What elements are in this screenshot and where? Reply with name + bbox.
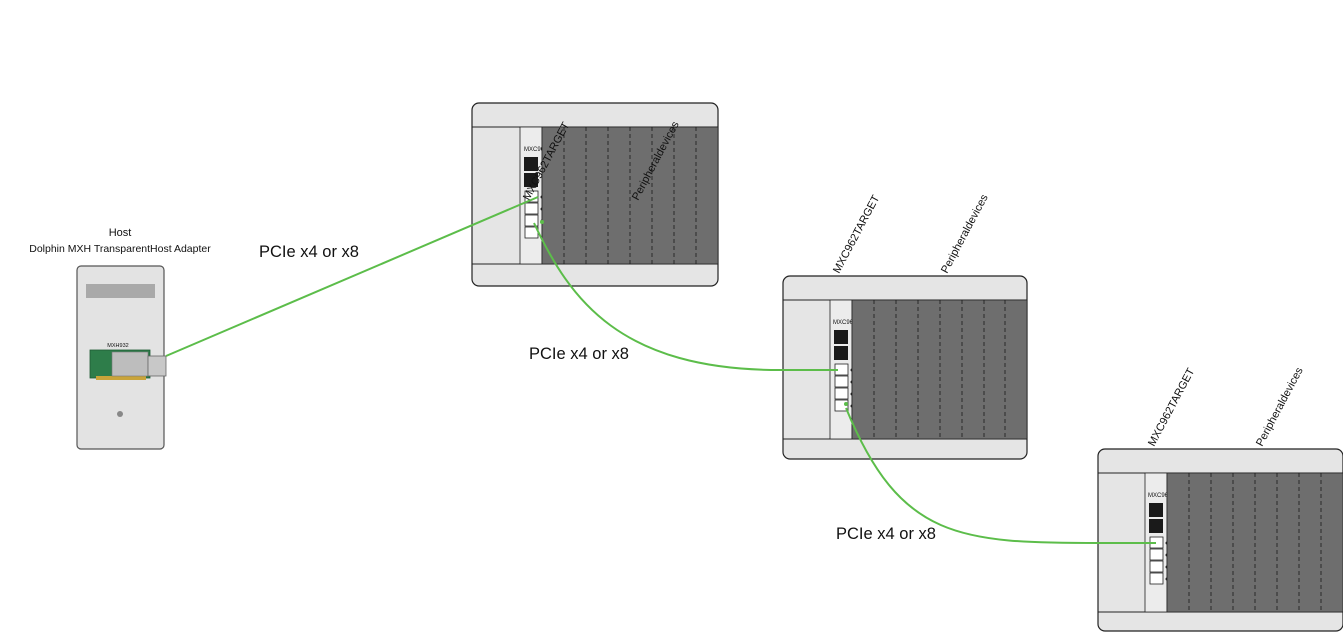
chassis-1: MXC962 MXC962TARGET Peripheraldevices <box>471 102 719 287</box>
cable-chassis1-to-chassis2 <box>533 222 838 371</box>
pcie-port-1 <box>524 190 539 203</box>
peripheral-label: Peripheraldevices <box>939 192 991 275</box>
target-label: MXC962TARGET <box>831 193 882 275</box>
cable-host-to-chassis1 <box>165 196 539 357</box>
host-card-label: MXH932 <box>107 343 128 349</box>
peripheral-slots <box>851 299 1028 440</box>
peripheral-label: Peripheraldevices <box>1254 365 1306 448</box>
slot-dividers <box>563 127 697 264</box>
cable-chassis2-to-chassis3 <box>845 407 1156 544</box>
host-group: Host Dolphin MXH TransparentHost Adapter… <box>29 227 211 450</box>
cables <box>165 196 1156 544</box>
rj45-port-2 <box>834 346 848 360</box>
rj45-port-2 <box>524 173 538 187</box>
target-card-text: MXC962 <box>1148 493 1172 499</box>
rj45-port-1 <box>524 157 538 171</box>
pcie-port-2 <box>524 202 539 215</box>
pcie-port-2 <box>834 375 849 388</box>
host-subtitle: Dolphin MXH TransparentHost Adapter <box>29 243 211 255</box>
host-title: Host <box>109 227 132 239</box>
link-label-1: PCIe x4 or x8 <box>259 243 359 261</box>
rj45-port-1 <box>1149 503 1163 517</box>
pcie-port-2 <box>1149 548 1164 561</box>
host-card-contacts <box>96 376 146 380</box>
host-card-heatsink <box>111 351 149 377</box>
target-card-text: MXC962 <box>524 147 548 153</box>
pcie-port-3 <box>834 387 849 400</box>
slot-dividers <box>873 300 1006 439</box>
host-power-button <box>117 411 123 417</box>
pcie-port-4 <box>1149 572 1164 585</box>
target-label: MXC962TARGET <box>1146 366 1197 448</box>
pcie-port-4 <box>834 399 849 412</box>
host-drive-bay <box>86 284 155 298</box>
link-label-3: PCIe x4 or x8 <box>836 525 936 543</box>
chassis-2: MXC962 MXC962TARGET Peripheraldevices <box>782 192 1028 460</box>
pcie-port-3 <box>524 214 539 227</box>
chassis-3: MXC962 MXC962TARGET Peripheraldevices <box>1097 365 1343 632</box>
rj45-port-2 <box>1149 519 1163 533</box>
peripheral-slots <box>1166 472 1343 613</box>
slot-dividers <box>1188 473 1322 612</box>
host-card-connector <box>147 355 167 377</box>
rj45-port-1 <box>834 330 848 344</box>
pcie-port-3 <box>1149 560 1164 573</box>
link-label-2: PCIe x4 or x8 <box>529 345 629 363</box>
target-card-text: MXC962 <box>833 320 857 326</box>
